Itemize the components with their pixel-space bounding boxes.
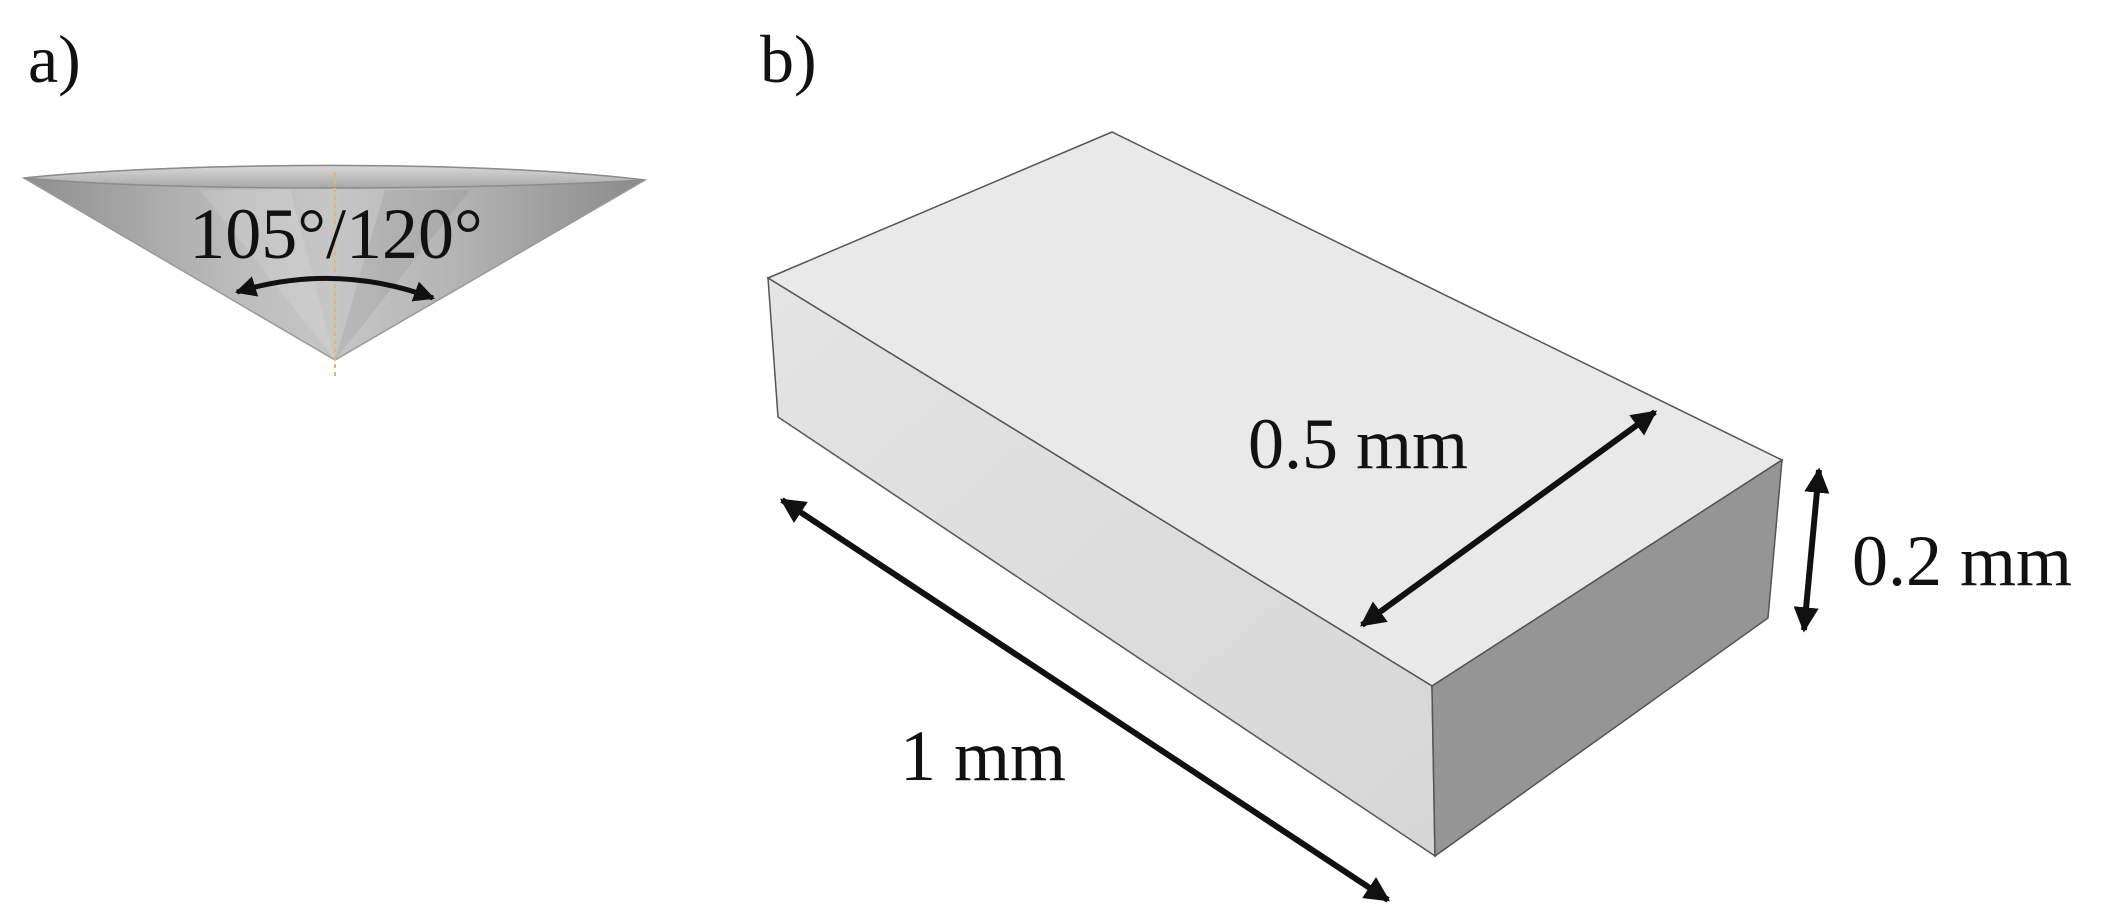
- block-end-face: [1431, 458, 1783, 858]
- width-dimension-arrow: [1359, 409, 1658, 628]
- length-dimension-arrow: [779, 497, 1391, 903]
- panel-a-label: a): [28, 21, 81, 97]
- panel-a: a) 105°/120°: [21, 21, 648, 378]
- angle-arc-arrow: [234, 275, 435, 302]
- height-dimension-arrow: [1793, 467, 1830, 633]
- indenter-cone: [21, 164, 648, 378]
- angle-label: 105°/120°: [189, 194, 483, 274]
- cone-rim: [23, 164, 646, 189]
- length-label: 1 mm: [900, 716, 1066, 796]
- width-label: 0.5 mm: [1248, 404, 1468, 484]
- cone-facet-left: [200, 190, 335, 360]
- height-label: 0.2 mm: [1852, 521, 2072, 601]
- cone-facet-right: [335, 190, 470, 360]
- panel-b-label: b): [760, 21, 817, 97]
- panel-b: b) 0.5 mm 0.2 mm 1 mm: [760, 21, 2072, 903]
